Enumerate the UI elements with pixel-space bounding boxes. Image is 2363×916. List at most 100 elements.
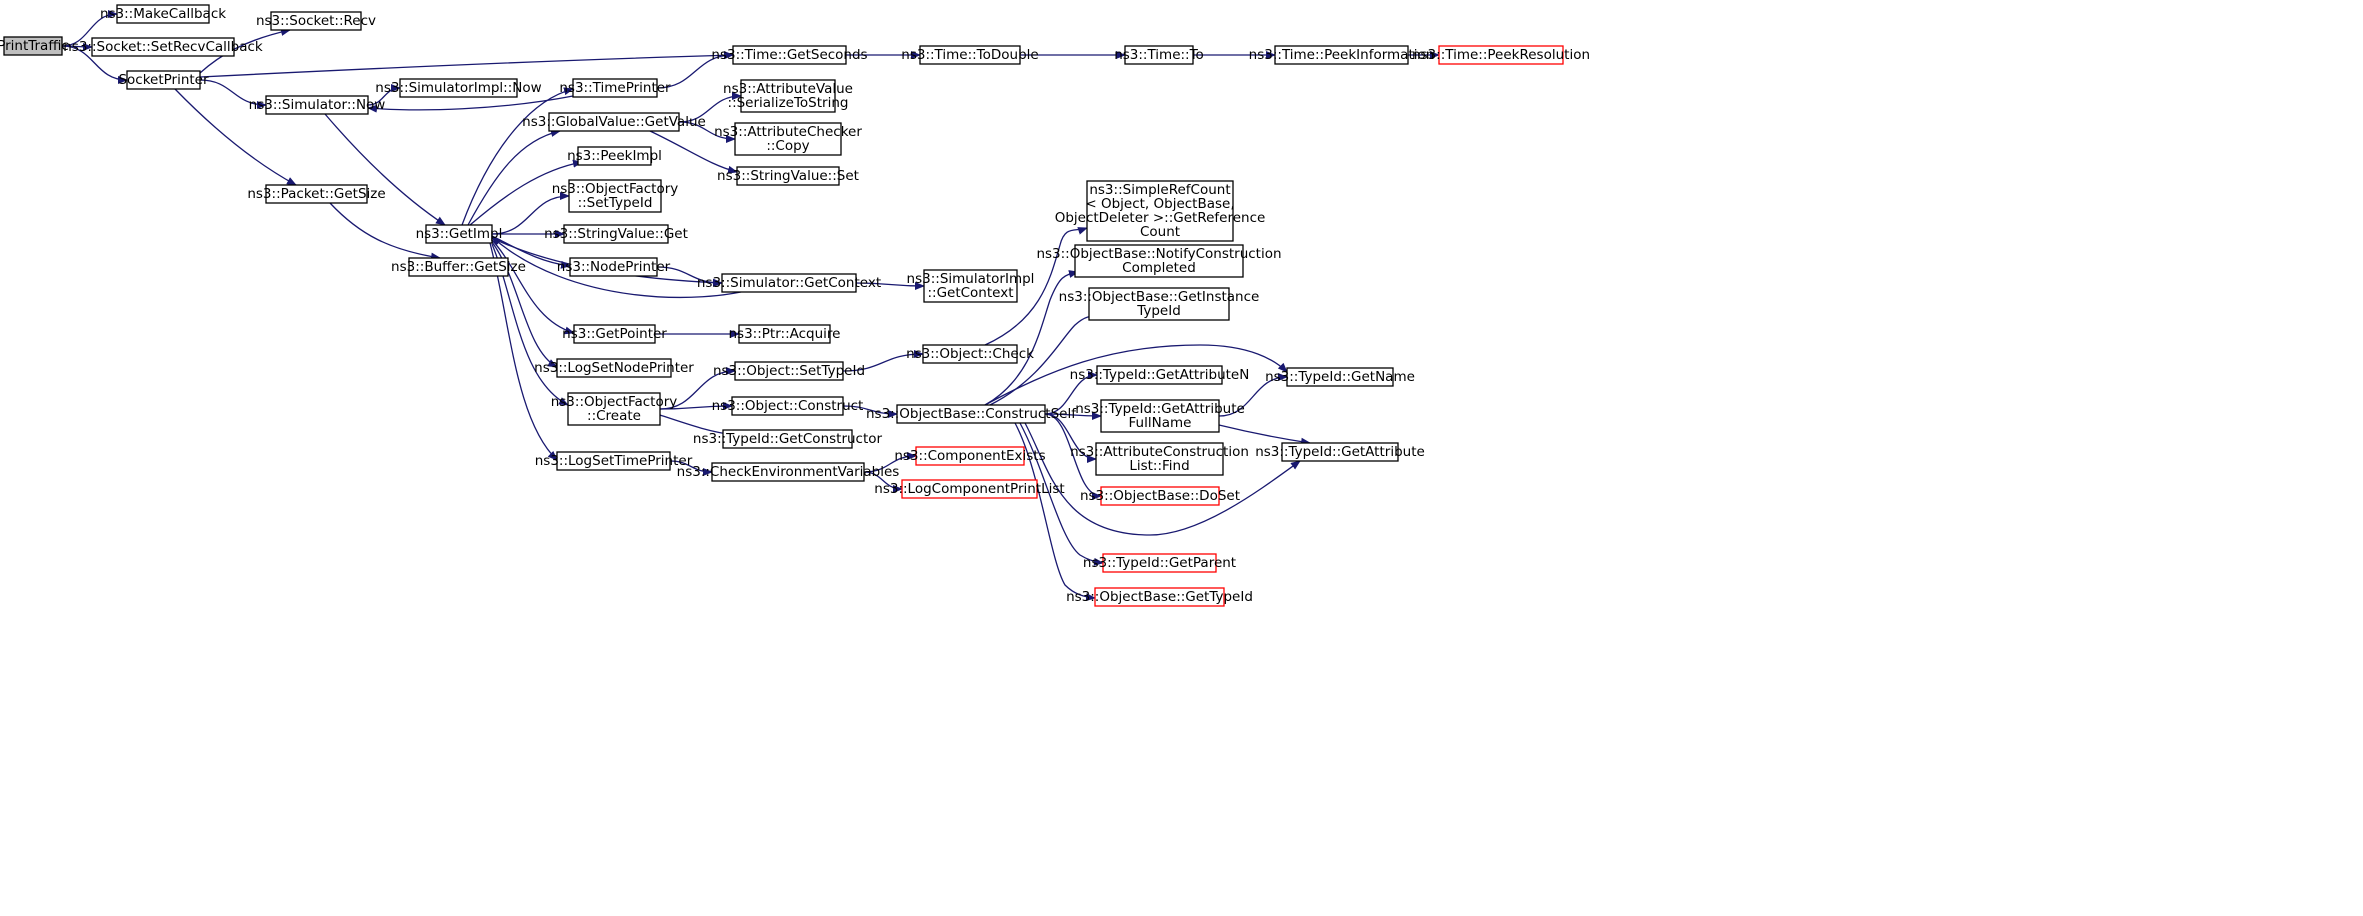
node-box[interactable] — [548, 112, 680, 132]
node-set-recv-callback[interactable]: ns3::Socket::SetRecvCallback — [63, 37, 263, 57]
node-box[interactable] — [573, 324, 656, 344]
node-simple-ref-count-get-reference-count[interactable]: ns3::SimpleRefCount< Object, ObjectBase,… — [1055, 180, 1266, 242]
node-box[interactable] — [408, 257, 509, 277]
node-box[interactable] — [556, 358, 672, 378]
node-string-value-get[interactable]: ns3::StringValue::Get — [544, 224, 688, 244]
node-get-impl[interactable]: ns3::GetImpl — [416, 224, 503, 244]
node-peek-impl[interactable]: ns3::PeekImpl — [567, 146, 662, 166]
node-box[interactable] — [896, 404, 1046, 424]
node-log-component-print-list[interactable]: ns3::LogComponentPrintList — [874, 479, 1065, 499]
node-type-id-get-attribute-n[interactable]: ns3::TypeId::GetAttributeN — [1070, 365, 1250, 385]
node-time-peek-information[interactable]: ns3::Time::PeekInformation — [1249, 45, 1435, 65]
node-box[interactable] — [922, 344, 1018, 364]
node-box[interactable] — [736, 166, 840, 186]
node-type-id-get-parent[interactable]: ns3::TypeId::GetParent — [1083, 553, 1236, 573]
node-box[interactable] — [568, 179, 662, 213]
node-box[interactable] — [572, 78, 658, 98]
node-box[interactable] — [1274, 45, 1409, 65]
node-object-check[interactable]: ns3::Object::Check — [906, 344, 1034, 364]
node-box[interactable] — [1100, 399, 1220, 433]
node-box[interactable] — [91, 37, 235, 57]
node-object-factory-set-type-id[interactable]: ns3::ObjectFactory::SetTypeId — [552, 179, 679, 213]
node-object-base-construct-self[interactable]: ns3::ObjectBase::ConstructSelf — [866, 404, 1077, 424]
node-time-to[interactable]: ns3::Time::To — [1114, 45, 1204, 65]
node-box[interactable] — [901, 479, 1038, 499]
node-box[interactable] — [265, 184, 368, 204]
node-box[interactable] — [1096, 365, 1223, 385]
node-string-value-set[interactable]: ns3::StringValue::Set — [717, 166, 859, 186]
node-log-set-time-printer[interactable]: ns3::LogSetTimePrinter — [535, 451, 693, 471]
node-box[interactable] — [738, 324, 831, 344]
node-box[interactable] — [915, 446, 1025, 466]
node-print-traffic[interactable]: PrintTraffic — [0, 36, 69, 56]
node-box[interactable] — [1438, 45, 1564, 65]
node-simulator-impl-get-context[interactable]: ns3::SimulatorImpl::GetContext — [907, 269, 1035, 303]
node-box[interactable] — [425, 224, 493, 244]
node-type-id-get-attribute[interactable]: ns3::TypeId::GetAttribute — [1255, 442, 1425, 462]
node-socket-printer[interactable]: SocketPrinter — [118, 70, 209, 90]
node-simulator-get-context[interactable]: ns3::Simulator::GetContext — [697, 273, 881, 293]
node-box[interactable] — [270, 11, 362, 31]
node-box[interactable] — [740, 79, 836, 113]
node-box[interactable] — [731, 396, 844, 416]
node-type-id-get-constructor[interactable]: ns3::TypeId::GetConstructor — [693, 429, 883, 449]
node-box[interactable] — [1286, 367, 1394, 387]
node-object-factory-create[interactable]: ns3::ObjectFactory::Create — [551, 392, 678, 426]
node-global-value-get-value[interactable]: ns3::GlobalValue::GetValue — [522, 112, 706, 132]
node-ptr-acquire[interactable]: ns3::Ptr::Acquire — [729, 324, 841, 344]
node-get-pointer[interactable]: ns3::GetPointer — [562, 324, 667, 344]
node-object-construct[interactable]: ns3::Object::Construct — [712, 396, 864, 416]
node-box[interactable] — [919, 45, 1021, 65]
node-socket-recv[interactable]: ns3::Socket::Recv — [256, 11, 376, 31]
node-time-peek-resolution[interactable]: ns3::Time::PeekResolution — [1412, 45, 1590, 65]
node-box[interactable] — [1088, 287, 1230, 321]
node-box[interactable] — [1095, 442, 1224, 476]
node-box[interactable] — [1074, 244, 1244, 278]
node-box[interactable] — [711, 462, 865, 482]
node-simulator-impl-now[interactable]: ns3::SimulatorImpl::Now — [375, 78, 542, 98]
node-box[interactable] — [722, 429, 853, 449]
node-time-to-double[interactable]: ns3::Time::ToDouble — [901, 45, 1039, 65]
node-box[interactable] — [577, 146, 652, 166]
node-log-set-node-printer[interactable]: ns3::LogSetNodePrinter — [534, 358, 694, 378]
node-box[interactable] — [734, 361, 844, 381]
node-object-base-notify-construction-completed[interactable]: ns3::ObjectBase::NotifyConstructionCompl… — [1036, 244, 1282, 278]
node-attribute-value-serialize-to-string[interactable]: ns3::AttributeValue::SerializeToString — [723, 79, 853, 113]
node-make-callback[interactable]: ns3::MakeCallback — [100, 4, 226, 24]
node-box[interactable] — [1102, 553, 1217, 573]
node-box[interactable] — [563, 224, 669, 244]
node-component-exists[interactable]: ns3::ComponentExists — [894, 446, 1046, 466]
node-box[interactable] — [732, 45, 847, 65]
node-box[interactable] — [923, 269, 1018, 303]
node-simulator-now[interactable]: ns3::Simulator::Now — [249, 95, 386, 115]
node-box[interactable] — [1124, 45, 1194, 65]
node-box[interactable] — [265, 95, 369, 115]
node-time-printer[interactable]: ns3::TimePrinter — [559, 78, 671, 98]
node-attribute-checker-copy[interactable]: ns3::AttributeChecker::Copy — [714, 122, 862, 156]
node-packet-get-size[interactable]: ns3::Packet::GetSize — [247, 184, 386, 204]
node-box[interactable] — [1094, 587, 1225, 607]
node-box[interactable] — [126, 70, 201, 90]
node-check-environment-variables[interactable]: ns3::CheckEnvironmentVariables — [677, 462, 900, 482]
node-buffer-get-size[interactable]: ns3::Buffer::GetSize — [391, 257, 526, 277]
node-type-id-get-name[interactable]: ns3::TypeId::GetName — [1265, 367, 1415, 387]
node-object-set-type-id[interactable]: ns3::Object::SetTypeId — [713, 361, 865, 381]
node-box[interactable] — [567, 392, 661, 426]
node-box[interactable] — [1281, 442, 1399, 462]
node-box[interactable] — [734, 122, 842, 156]
node-node-printer[interactable]: ns3::NodePrinter — [557, 257, 671, 277]
node-box[interactable] — [556, 451, 671, 471]
node-box[interactable] — [721, 273, 857, 293]
node-time-get-seconds[interactable]: ns3::Time::GetSeconds — [711, 45, 868, 65]
node-object-base-do-set[interactable]: ns3::ObjectBase::DoSet — [1080, 486, 1240, 506]
node-box[interactable] — [3, 36, 63, 56]
node-box[interactable] — [1086, 180, 1234, 242]
node-box[interactable] — [1100, 486, 1220, 506]
node-box[interactable] — [569, 257, 658, 277]
node-box[interactable] — [399, 78, 518, 98]
node-object-base-get-type-id[interactable]: ns3::ObjectBase::GetTypeId — [1066, 587, 1253, 607]
node-box[interactable] — [116, 4, 210, 24]
